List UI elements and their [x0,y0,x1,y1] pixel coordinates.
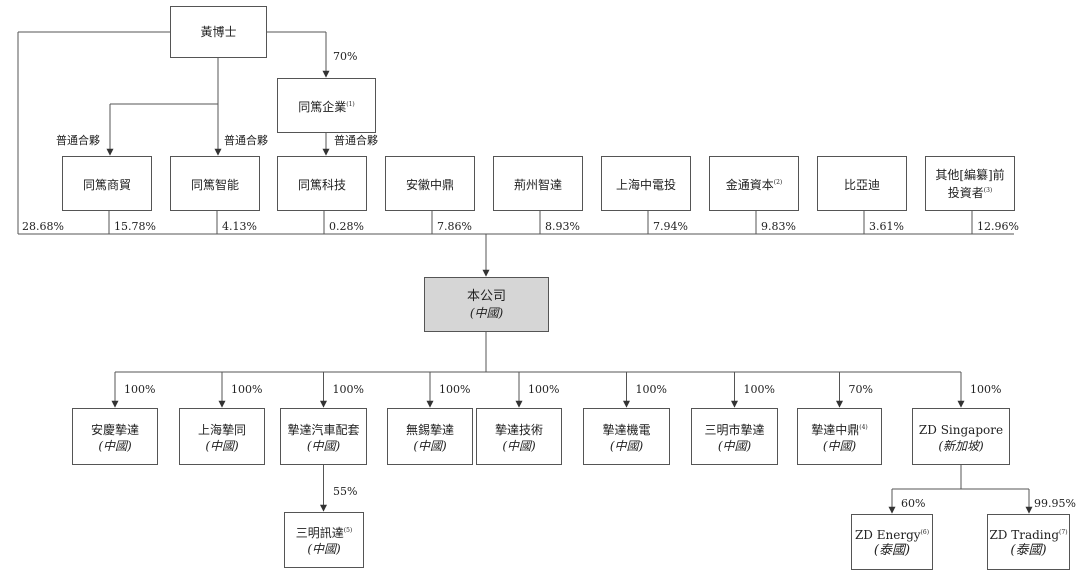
subsidiary-box: 三明市摯達(中國) [691,408,778,465]
shareholder-name: 安徽中鼎 [405,177,454,192]
subsidiary-location: (中國) [502,438,536,453]
company-location: (中國) [469,305,504,320]
subsidiary-pct: 100% [635,383,667,396]
subsidiary-pct: 100% [743,383,775,396]
subsidiary-box: 安慶摯達(中國) [72,408,158,465]
shareholder-box: 其他[編纂]前投資者(3) [925,156,1015,211]
subsidiary-name: 摯達中鼎(4) [811,422,868,437]
shareholder-box: 同篤商貿 [62,156,152,211]
subsidiary-location: (中國) [822,438,857,453]
shareholder-note: (3) [983,186,993,194]
gp-label-partnership: 普通合夥 [334,134,378,147]
subsidiary-pct: 100% [439,383,471,396]
subsidiary-location: (中國) [717,438,752,453]
partnership-name: 同篤企業(1) [298,99,355,114]
subsidiary-box: 摯達機電(中國) [583,408,670,465]
shareholder-box: 荊州智達 [493,156,583,211]
gp-label-middle: 普通合夥 [224,134,268,147]
subsidiary-pct: 70% [848,383,873,396]
shareholder-name: 比亞迪 [843,177,880,192]
subsidiary-box: 無錫摯達(中國) [387,408,473,465]
zd-trading-note: (7) [1059,529,1068,536]
zd-trading-box: ZD Trading(7) (泰國) [987,514,1070,570]
subsidiary-location: (新加坡) [938,438,984,453]
shareholder-name: 其他[編纂]前 [935,167,1005,182]
subsidiary-location: (中國) [205,438,239,453]
subsidiary-name: 摯達汽車配套 [287,422,360,437]
company-box: 本公司 (中國) [424,277,549,332]
subsidiary-pct: 100% [231,383,263,396]
subsidiary-name: ZD Singapore [918,422,1004,437]
subsidiary-pct: 100% [332,383,364,396]
shareholder-pct: 9.83% [761,220,796,233]
partnership-note: (1) [346,100,355,108]
subsidiary-pct: 100% [528,383,560,396]
zd-trading-name: ZD Trading(7) [989,528,1068,542]
subsidiary-location: (中國) [609,438,644,453]
subsidiary-name: 安慶摯達 [90,422,139,437]
partnership-box: 同篤企業(1) [277,78,376,133]
sanming-xunda-note: (5) [343,527,353,534]
subsidiary-pct: 100% [124,383,156,396]
shareholder-pct: 7.94% [653,220,688,233]
subsidiary-name: 上海摯同 [197,422,246,437]
shareholder-pct: 12.96% [977,220,1019,233]
subsidiary-note: (4) [859,423,868,431]
subsidiary-location: (中國) [413,438,447,453]
subsidiary-pct: 100% [970,383,1002,396]
subsidiary-box: ZD Singapore(新加坡) [912,408,1010,465]
shareholder-name-line2: 投資者(3) [947,185,993,200]
shareholder-note: (2) [773,178,783,186]
direct-holding-pct: 28.68% [22,220,64,233]
zd-energy-note: (6) [920,529,930,536]
subsidiary-name: 無錫摯達 [405,422,454,437]
zd-trading-location: (泰國) [1010,543,1047,558]
subsidiary-box: 摯達汽車配套(中國) [280,408,367,465]
sanming-xunda-pct: 55% [333,485,358,498]
company-name: 本公司 [466,288,506,304]
shareholder-name: 同篤商貿 [82,177,131,192]
shareholder-name: 荊州智達 [513,177,562,192]
shareholder-name: 同篤智能 [190,177,239,192]
founder-box: 黃博士 [170,6,267,58]
shareholder-name: 金通資本(2) [725,177,783,192]
shareholder-pct: 4.13% [222,220,257,233]
shareholder-box: 上海中電投 [601,156,691,211]
subsidiary-name: 摯達技術 [494,422,543,437]
subsidiary-location: (中國) [98,438,132,453]
shareholder-box: 安徽中鼎 [385,156,475,211]
subsidiary-box: 上海摯同(中國) [179,408,265,465]
subsidiary-box: 摯達技術(中國) [476,408,562,465]
shareholder-pct: 15.78% [114,220,156,233]
shareholder-box: 比亞迪 [817,156,907,211]
sanming-xunda-box: 三明訊達(5) (中國) [284,512,364,568]
zd-trading-pct: 99.95% [1034,497,1076,510]
zd-energy-box: ZD Energy(6) (泰國) [851,514,933,570]
shareholder-pct: 8.93% [545,220,580,233]
shareholder-pct: 7.86% [437,220,472,233]
zd-energy-name: ZD Energy(6) [854,528,930,542]
sanming-xunda-name: 三明訊達(5) [295,526,353,540]
shareholder-box: 同篤智能 [170,156,260,211]
shareholder-pct: 0.28% [329,220,364,233]
sanming-xunda-location: (中國) [307,542,341,556]
gp-label-left: 普通合夥 [56,134,100,147]
founder-to-partnership-pct: 70% [333,50,358,63]
subsidiary-location: (中國) [306,438,341,453]
shareholder-name: 同篤科技 [297,177,346,192]
subsidiary-box: 摯達中鼎(4)(中國) [797,408,882,465]
subsidiary-name: 三明市摯達 [704,422,765,437]
shareholder-pct: 3.61% [869,220,904,233]
subsidiary-name: 摯達機電 [602,422,651,437]
founder-name: 黃博士 [200,25,237,39]
zd-energy-location: (泰國) [873,543,911,558]
zd-energy-pct: 60% [901,497,926,510]
shareholder-box: 同篤科技 [277,156,367,211]
shareholder-box: 金通資本(2) [709,156,799,211]
shareholder-name: 上海中電投 [615,177,676,192]
